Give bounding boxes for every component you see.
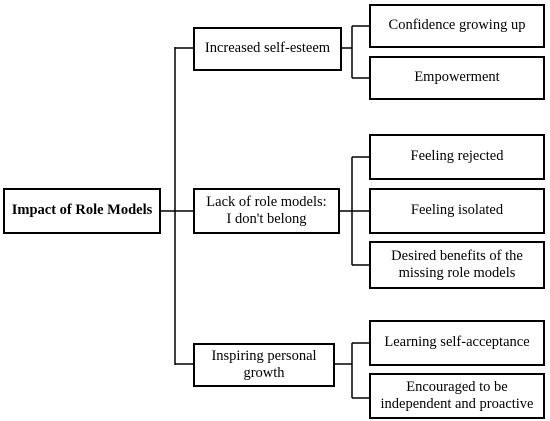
leaf-node-desired-benefits: Desired benefits of the missing role mod… — [369, 241, 545, 289]
branch-node-lack-of-role-models: Lack of role models: I don't belong — [193, 188, 340, 234]
leaf-node-feeling-isolated: Feeling isolated — [369, 188, 545, 234]
root-node: Impact of Role Models — [3, 188, 161, 234]
leaf-node-encouraged-independent: Encouraged to be independent and proacti… — [369, 373, 545, 419]
leaf-node-feeling-rejected: Feeling rejected — [369, 134, 545, 180]
leaf-node-empowerment: Empowerment — [369, 56, 545, 100]
leaf-node-confidence-growing-up: Confidence growing up — [369, 4, 545, 48]
branch-node-inspiring-personal-growth: Inspiring personal growth — [193, 343, 335, 387]
branch-node-increased-self-esteem: Increased self-esteem — [193, 27, 342, 71]
leaf-node-learning-self-acceptance: Learning self-acceptance — [369, 320, 545, 366]
